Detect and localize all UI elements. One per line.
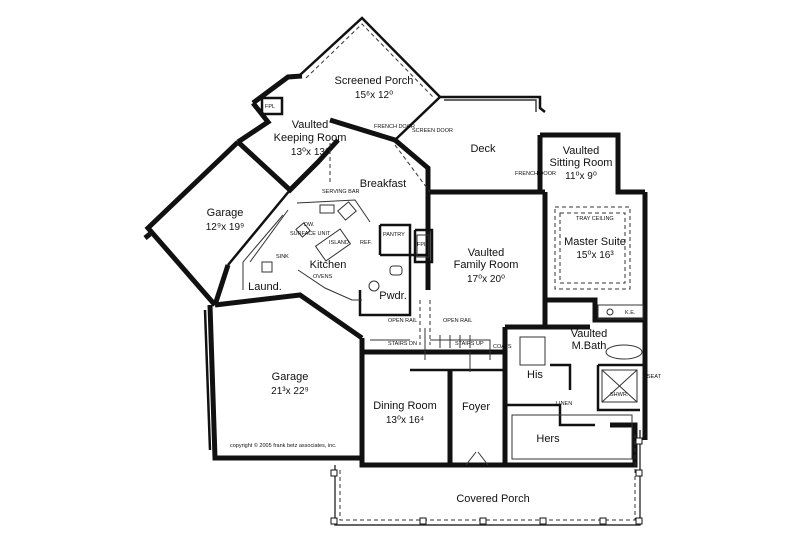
bath-fixtures	[511, 304, 644, 460]
deck-label: Deck	[470, 143, 496, 155]
screened-porch-dim: 15⁶x 12⁰	[355, 90, 393, 101]
plan-notes: FPL FPL FRENCH DOOR SCREEN DOOR FRENCH D…	[265, 104, 662, 407]
dining-room-dim: 13⁰x 16⁴	[386, 415, 424, 426]
linen-note: LINEN	[556, 401, 572, 407]
sitting-room-label-2: Sitting Room	[550, 157, 613, 169]
fireplace-family-room	[416, 234, 430, 258]
garage-lower-dim: 21³x 22⁹	[271, 386, 309, 397]
screened-porch-label: Screened Porch	[335, 75, 414, 87]
front-door	[465, 451, 489, 466]
family-room-label-2: Family Room	[454, 259, 519, 271]
kitchen-counters	[242, 199, 403, 301]
french-door-note-deck: FRENCH DOOR	[515, 171, 556, 177]
fireplace-keeping-room	[260, 96, 284, 116]
hers-closet-label: Hers	[536, 433, 560, 445]
french-door-note-porch: FRENCH DOOR	[374, 124, 415, 130]
garage-upper-dim: 12⁹x 19⁹	[206, 222, 245, 233]
seat-note: SEAT	[647, 374, 662, 380]
garage-lower-label: Garage	[272, 371, 309, 383]
sitting-room-label-1: Vaulted	[563, 145, 600, 157]
stairs	[370, 328, 491, 372]
serving-bar-note: SERVING BAR	[322, 189, 360, 195]
island-note: ISLAND	[329, 240, 349, 246]
dining-room-label: Dining Room	[373, 400, 437, 412]
kitchen-label: Kitchen	[310, 259, 347, 271]
his-closet-label: His	[527, 369, 543, 381]
open-rail-note-right: OPEN RAIL	[443, 318, 472, 324]
laundry-label: Laund.	[248, 281, 282, 293]
deck-railing	[444, 99, 537, 112]
open-rail-note-left: OPEN RAIL	[388, 318, 417, 324]
garage-upper-label: Garage	[207, 207, 244, 219]
stairs-up-note: STAIRS UP	[455, 341, 484, 347]
copyright-notice: copyright © 2005 frank betz associates, …	[230, 442, 337, 449]
shwr-note: SHWR.	[610, 392, 629, 398]
master-bath-label-1: Vaulted	[571, 328, 608, 340]
powder-label: Pwdr.	[379, 290, 407, 302]
breakfast-label: Breakfast	[360, 178, 406, 190]
keeping-room-label-2: Keeping Room	[274, 132, 347, 144]
family-room-dim: 17⁰x 20⁰	[467, 274, 505, 285]
master-bath-label-2: M.Bath	[572, 340, 607, 352]
room-labels: Screened Porch 15⁶x 12⁰ Vaulted Keeping …	[206, 75, 626, 505]
exterior-walls	[143, 16, 648, 468]
surface-unit-note: SURFACE UNIT	[290, 231, 331, 237]
foyer-label: Foyer	[462, 401, 490, 413]
keeping-room-label-1: Vaulted	[292, 119, 329, 131]
sitting-room-dim: 11⁰x 9⁰	[565, 171, 597, 182]
sink-note: SINK	[276, 254, 289, 260]
covered-porch-outline	[330, 430, 643, 526]
tray-ceiling-outline	[554, 206, 631, 290]
fpl-note-family: FPL	[417, 242, 427, 248]
stairs-dn-note: STAIRS DN	[388, 341, 417, 347]
family-room-label-1: Vaulted	[468, 247, 505, 259]
master-suite-dim: 15⁰x 16³	[576, 250, 614, 261]
coats-note: COATS	[493, 344, 512, 350]
pantry-note: PANTRY	[383, 232, 405, 238]
dw-note: DW.	[304, 222, 315, 228]
ref-note: REF.	[360, 240, 372, 246]
fpl-note-keeping: FPL	[265, 104, 275, 110]
ke-note: K.E.	[625, 310, 636, 316]
tray-ceiling-note: TRAY CEILING	[576, 216, 614, 222]
keeping-room-dim: 13⁰x 13⁶	[291, 147, 329, 158]
screen-door-note: SCREEN DOOR	[412, 128, 453, 134]
master-suite-label: Master Suite	[564, 236, 626, 248]
ovens-note: OVENS	[313, 274, 333, 280]
covered-porch-label: Covered Porch	[456, 493, 529, 505]
